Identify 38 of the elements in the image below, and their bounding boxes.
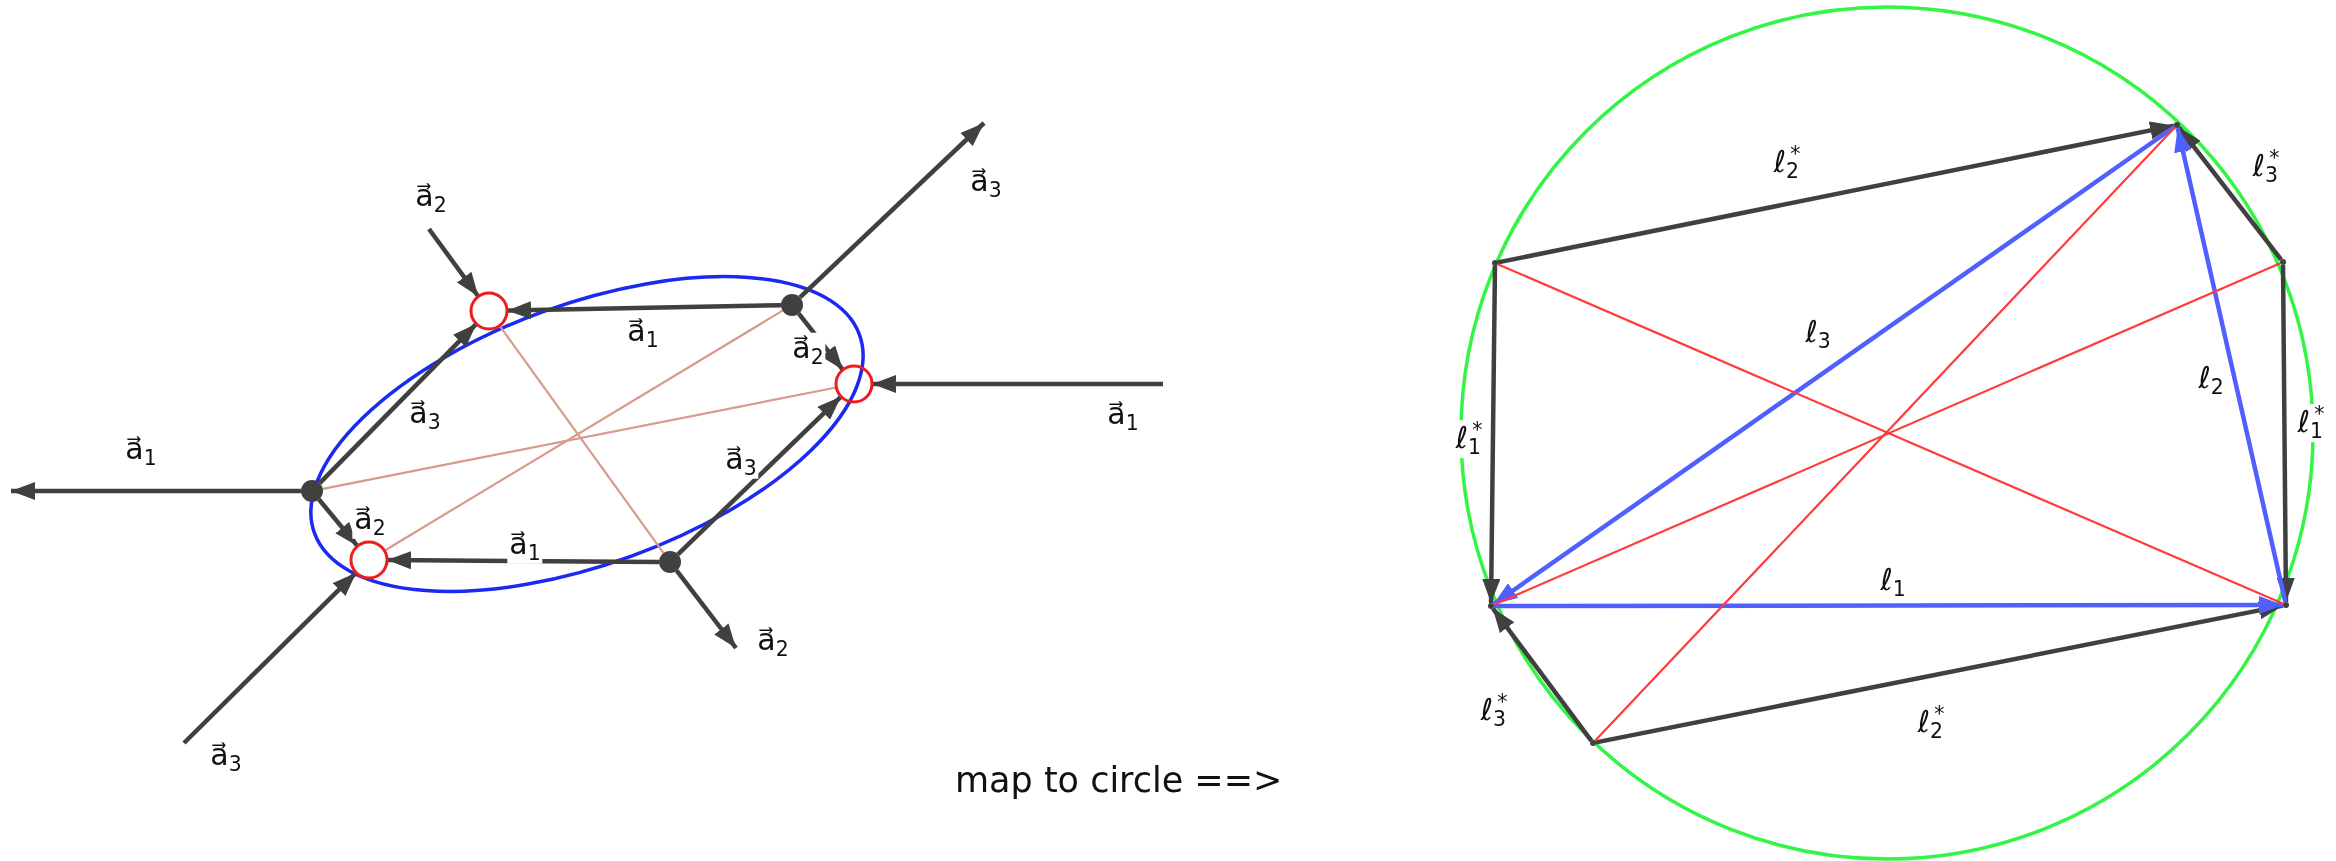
connecting-line xyxy=(322,386,837,490)
arrow xyxy=(387,551,659,570)
arrow xyxy=(2276,265,2295,602)
arrow xyxy=(11,482,301,500)
arrow xyxy=(872,375,1163,393)
arrow xyxy=(182,571,358,745)
vertex-point xyxy=(2283,602,2289,608)
vertex-point xyxy=(1492,260,1498,266)
arrow xyxy=(1497,121,2175,265)
ring-marker xyxy=(349,540,389,580)
arrow xyxy=(2177,126,2283,261)
connecting-line xyxy=(498,324,665,554)
vertex-point xyxy=(2280,259,2286,265)
vertex-dot xyxy=(781,294,803,316)
arrow xyxy=(1492,124,2176,607)
vertex-point xyxy=(2174,122,2180,128)
connecting-line xyxy=(383,309,784,552)
arrow xyxy=(427,227,481,298)
vector-label: a⃗$_{1}$ xyxy=(507,528,543,564)
arrow xyxy=(798,121,986,300)
ring-marker xyxy=(469,291,509,331)
arrow xyxy=(1491,607,1593,742)
arrow xyxy=(676,394,843,556)
vertex-dot xyxy=(301,480,323,502)
arrow xyxy=(674,569,738,650)
arrow xyxy=(1494,596,2283,615)
caption-text: map to circle ==> xyxy=(955,760,1283,800)
arrow xyxy=(318,322,478,485)
vertex-point xyxy=(1488,603,1494,609)
connecting-line xyxy=(1594,126,2176,742)
ring-marker xyxy=(834,364,874,404)
arrow xyxy=(506,301,782,320)
arrow xyxy=(1595,601,2284,745)
arrow xyxy=(2174,127,2288,603)
arrow xyxy=(1482,265,1501,604)
vertex-dot xyxy=(659,551,681,573)
arrow xyxy=(317,498,360,548)
vertex-point xyxy=(1590,740,1596,746)
